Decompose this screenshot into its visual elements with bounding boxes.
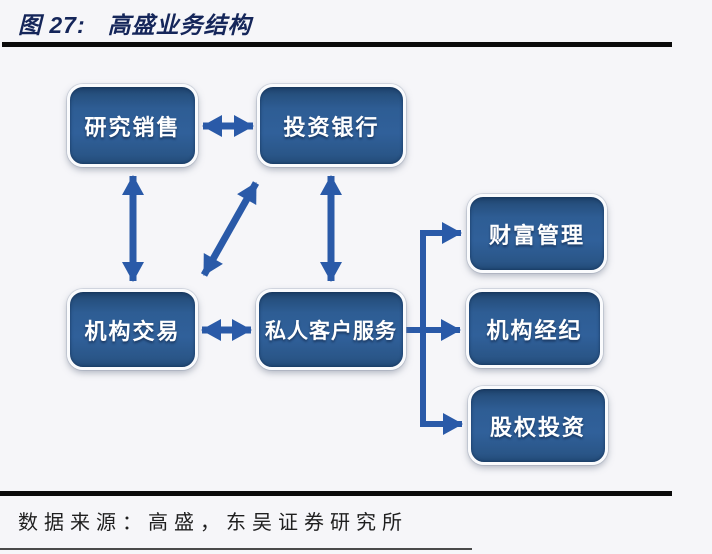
node-label: 机构经纪 — [486, 317, 583, 343]
node-label: 投资银行 — [283, 114, 380, 140]
data-source-text: 数据来源：高盛，东吴证券研究所 — [18, 512, 408, 534]
node-institutional-trading: 机构交易 — [67, 289, 198, 370]
node-private-client-services: 私人客户服务 — [256, 289, 406, 370]
node-label: 私人客户服务 — [265, 319, 397, 343]
node-wealth-management: 财富管理 — [467, 194, 607, 273]
node-institutional-brokerage: 机构经纪 — [466, 289, 603, 368]
node-label: 机构交易 — [84, 318, 181, 344]
figure-number: 图 27: — [18, 12, 86, 38]
footer-divider-line — [0, 491, 672, 496]
node-research-sales: 研究销售 — [67, 84, 198, 167]
figure-title: 图 27: 高盛业务结构 — [18, 6, 252, 40]
node-equity-investment: 股权投资 — [468, 386, 608, 465]
title-divider-line — [2, 42, 672, 47]
figure-name: 高盛业务结构 — [107, 12, 252, 38]
node-label: 研究销售 — [84, 114, 181, 140]
node-investment-banking: 投资银行 — [257, 84, 406, 167]
node-label: 股权投资 — [489, 414, 586, 440]
node-label: 财富管理 — [488, 222, 585, 248]
arrow-trading-investmentbanking-diagonal — [200, 181, 260, 277]
bottom-edge-line — [0, 548, 472, 550]
